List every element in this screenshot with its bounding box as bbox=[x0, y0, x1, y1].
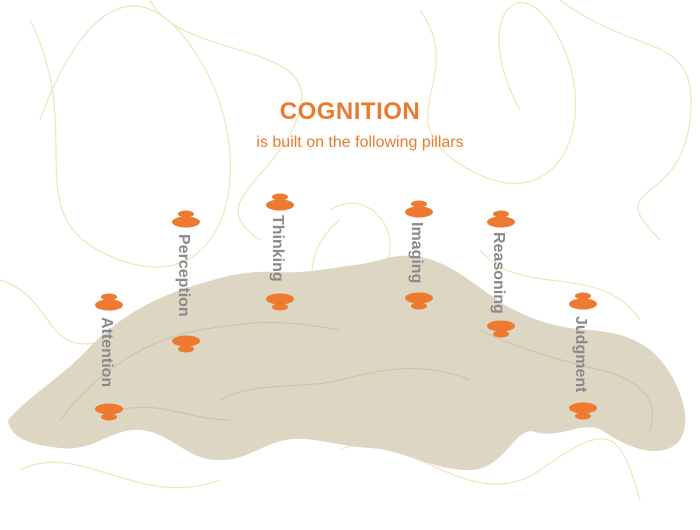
pillar-label: Perception bbox=[175, 234, 192, 317]
pillar-judgment: Judgment bbox=[563, 292, 603, 422]
brain-landmass bbox=[8, 255, 686, 470]
pillar-thinking-stones bbox=[266, 193, 294, 311]
pillar-label: Attention bbox=[98, 317, 115, 388]
bottom-stone-large bbox=[172, 335, 200, 347]
pillar-label: Reasoning bbox=[490, 232, 507, 314]
bottom-stone-small bbox=[411, 302, 427, 310]
bottom-stone-large bbox=[569, 402, 597, 414]
bottom-stone-large bbox=[266, 293, 294, 305]
top-stone-large bbox=[569, 298, 597, 310]
pillar-judgment-stones bbox=[569, 292, 597, 420]
pillar-attention: Attention bbox=[89, 293, 129, 423]
bottom-stone-small bbox=[575, 412, 591, 420]
pillar-label: Imaging bbox=[408, 222, 425, 284]
bottom-stone-small bbox=[101, 413, 117, 421]
top-stone-large bbox=[487, 216, 515, 228]
diagram-title: COGNITION bbox=[279, 98, 421, 125]
pillar-perception: Perception bbox=[166, 210, 206, 355]
contour-line bbox=[479, 329, 654, 431]
pillar-label: Thinking bbox=[269, 215, 286, 282]
diagram-subtitle: is built on the following pillars bbox=[256, 134, 464, 151]
pillar-reasoning-stones bbox=[487, 210, 515, 338]
pillar-imaging-stones bbox=[405, 200, 433, 310]
top-stone-small bbox=[101, 293, 117, 301]
pillar-perception-stones bbox=[172, 210, 200, 353]
top-stone-large bbox=[405, 206, 433, 218]
top-stone-small bbox=[411, 200, 427, 208]
doodle-line bbox=[559, 0, 692, 241]
bottom-stone-small bbox=[272, 303, 288, 311]
top-stone-small bbox=[493, 210, 509, 218]
bottom-stone-large bbox=[405, 292, 433, 304]
pillar-label: Judgment bbox=[572, 316, 589, 393]
top-stone-small bbox=[178, 210, 194, 218]
pillar-imaging: Imaging bbox=[399, 200, 439, 312]
pillar-reasoning: Reasoning bbox=[481, 210, 521, 340]
bottom-stone-large bbox=[487, 320, 515, 332]
contour-line bbox=[119, 406, 231, 421]
bottom-stone-small bbox=[493, 330, 509, 338]
doodle-line bbox=[149, 0, 303, 241]
doodle-line bbox=[19, 461, 221, 489]
doodle-line bbox=[29, 5, 231, 268]
top-stone-large bbox=[172, 216, 200, 228]
bottom-stone-large bbox=[95, 403, 123, 415]
top-stone-large bbox=[95, 299, 123, 311]
pillar-thinking: Thinking bbox=[260, 193, 300, 313]
contour-line bbox=[59, 322, 341, 421]
pillar-attention-stones bbox=[95, 293, 123, 421]
contour-line bbox=[219, 367, 471, 401]
landmass-contours bbox=[59, 322, 654, 431]
bottom-stone-small bbox=[178, 345, 194, 353]
top-stone-large bbox=[266, 199, 294, 211]
top-stone-small bbox=[575, 292, 591, 300]
top-stone-small bbox=[272, 193, 288, 201]
doodle-line bbox=[0, 279, 111, 345]
doodle-line bbox=[479, 249, 641, 321]
doodle-line bbox=[419, 2, 577, 184]
